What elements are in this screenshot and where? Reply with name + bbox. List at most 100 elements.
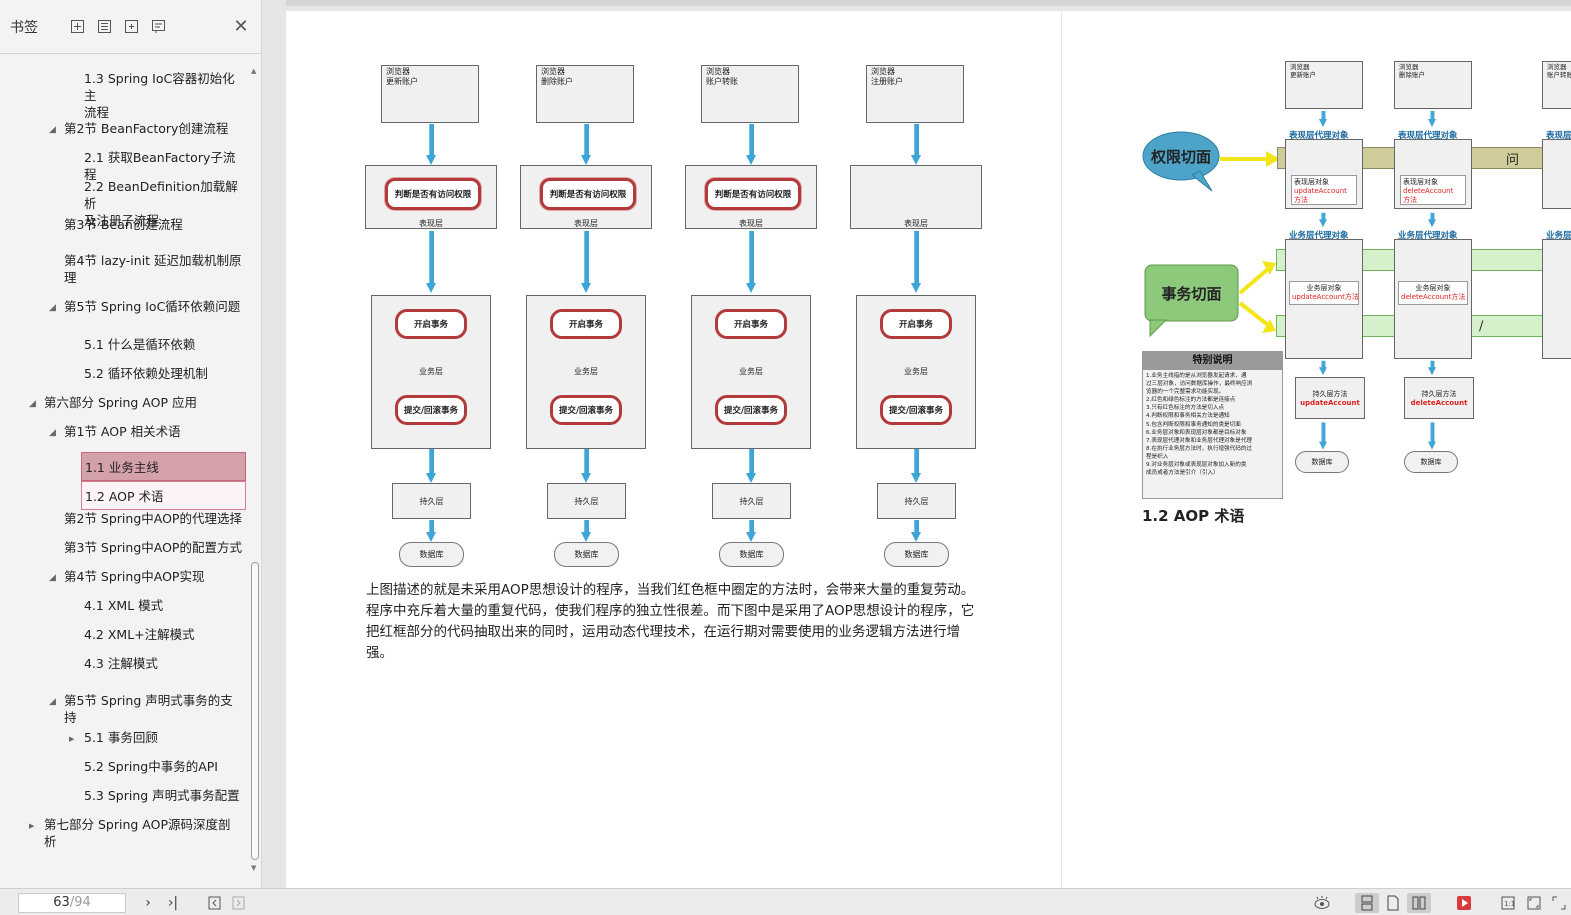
expanded-triangle-icon[interactable]: ◢ <box>49 303 56 313</box>
previous-page-edge <box>286 0 1571 6</box>
toc-item-label: 第5节 Spring 声明式事务的支持 <box>64 693 233 725</box>
scroll-up-icon[interactable]: ▲ <box>251 67 257 75</box>
object-text: 表现层对象 <box>1403 178 1438 186</box>
arrow-icon <box>746 449 756 483</box>
toc-item-label: 4.3 注解模式 <box>84 656 158 671</box>
permission-check-method: 判断是否有访问权限 <box>385 178 481 210</box>
service-layer-label: 业务层 <box>574 367 598 376</box>
toc-item[interactable]: 5.2 Spring中事务的API <box>84 758 242 775</box>
toc-item[interactable]: 2.1 获取BeanFactory子流程 <box>84 149 242 183</box>
toc-item[interactable]: 第4节 Spring中AOP实现◢ <box>49 568 242 585</box>
expanded-triangle-icon[interactable]: ◢ <box>49 125 56 135</box>
object-text: 方法 <box>1294 196 1308 204</box>
scroll-down-icon[interactable]: ▼ <box>251 864 257 872</box>
toc-item[interactable]: 5.2 循环依赖处理机制 <box>84 365 242 382</box>
document-viewport[interactable]: 浏览器 更新账户判断是否有访问权限表现层开启事务业务层提交/回滚事务持久层数据库… <box>262 0 1571 888</box>
back-icon[interactable] <box>206 893 224 913</box>
fullscreen-icon[interactable] <box>1550 893 1568 913</box>
browser-label: 浏览器 更新账户 <box>386 67 418 86</box>
bookmark-tree: 1.3 Spring IoC容器初始化主 流程第2节 BeanFactory创建… <box>0 62 248 878</box>
toc-item[interactable]: 1.2 AOP 术语 <box>81 481 246 510</box>
add-bookmark-icon[interactable] <box>118 17 145 37</box>
toc-item[interactable]: 1.3 Spring IoC容器初始化主 流程 <box>84 70 242 121</box>
toc-item[interactable]: 第5节 Spring IoC循环依赖问题◢ <box>49 298 242 315</box>
arrow-icon <box>426 124 436 165</box>
toc-item[interactable]: 第3节 Spring中AOP的配置方式 <box>64 539 242 556</box>
toc-item-label: 第1节 AOP 相关术语 <box>64 424 181 439</box>
collapsed-triangle-icon[interactable]: ▶ <box>29 822 35 830</box>
collapse-all-icon[interactable] <box>91 17 118 37</box>
browser-label: 浏览器 账户转账 <box>1547 63 1571 79</box>
sidebar-scrollbar[interactable]: ▲ ▼ <box>249 62 261 878</box>
arrow-icon <box>746 520 756 542</box>
presentation-proxy-label: 表现层代理对象 <box>1289 131 1349 141</box>
service-layer-label: 业务层 <box>419 367 443 376</box>
collapsed-triangle-icon[interactable]: ▶ <box>69 735 75 743</box>
arrow-icon <box>1428 422 1436 450</box>
expanded-triangle-icon[interactable]: ◢ <box>49 573 56 583</box>
toc-item[interactable]: 2.2 BeanDefinition加载解析 及注册子流程 <box>84 178 242 229</box>
toc-item-label: 5.3 Spring 声明式事务配置 <box>84 788 240 803</box>
toc-item[interactable]: 4.3 注解模式 <box>84 655 242 672</box>
last-page-icon[interactable]: ›| <box>167 895 179 911</box>
object-text: 业务层对象 <box>1306 284 1342 292</box>
persistence-layer-box: 持久层 <box>392 483 471 519</box>
toc-item[interactable]: 第2节 Spring中AOP的代理选择 <box>64 510 242 527</box>
forward-icon[interactable] <box>230 893 248 913</box>
toc-item[interactable]: 4.1 XML 模式 <box>84 597 242 614</box>
fit-page-icon[interactable] <box>1524 893 1544 913</box>
actual-size-icon[interactable]: 1:1 <box>1498 893 1518 913</box>
method-text: deleteAccount <box>1410 399 1468 407</box>
toc-item-label: 第七部分 Spring AOP源码深度剖析 <box>44 817 231 849</box>
play-icon[interactable] <box>1454 893 1474 913</box>
bookmark-settings-icon[interactable] <box>145 17 172 37</box>
svg-text:1:1: 1:1 <box>1504 900 1515 908</box>
toc-item[interactable]: 第5节 Spring 声明式事务的支持 ◢ <box>49 692 242 726</box>
two-page-icon[interactable] <box>1407 893 1431 913</box>
arrow-icon <box>1319 360 1327 376</box>
toc-item[interactable]: 4.2 XML+注解模式 <box>84 626 242 643</box>
toc-item[interactable]: 5.3 Spring 声明式事务配置 <box>84 787 242 804</box>
toc-item[interactable]: 1.1 业务主线 <box>81 452 246 481</box>
arrow-icon <box>1428 360 1436 376</box>
service-layer-label: 业务层 <box>739 367 763 376</box>
toc-item-label: 第2节 Spring中AOP的代理选择 <box>64 511 242 526</box>
toc-item[interactable]: 5.1 什么是循环依赖 <box>84 336 242 353</box>
single-page-icon[interactable] <box>1383 893 1403 913</box>
expanded-triangle-icon[interactable]: ◢ <box>29 399 36 409</box>
expanded-triangle-icon[interactable]: ◢ <box>49 697 56 707</box>
database-node: 数据库 <box>554 542 619 567</box>
database-node: 数据库 <box>884 542 949 567</box>
toc-item[interactable]: 第七部分 Spring AOP源码深度剖析 ▶ <box>29 816 242 850</box>
arrow-icon <box>581 520 591 542</box>
permission-check-method: 判断是否有访问权限 <box>540 178 636 210</box>
toc-item[interactable]: 第六部分 Spring AOP 应用◢ <box>29 394 242 411</box>
toc-item[interactable]: 第4节 lazy-init 延迟加载机制原理 <box>64 252 242 286</box>
start-transaction-method: 开启事务 <box>395 309 467 339</box>
arrow-icon <box>1428 111 1436 127</box>
toc-item[interactable]: 第3节 Bean创建流程 <box>64 216 242 233</box>
arrow-icon <box>1220 151 1280 167</box>
close-icon[interactable]: ✕ <box>233 16 249 37</box>
toc-item[interactable]: 第2节 BeanFactory创建流程◢ <box>49 120 242 137</box>
aop-diagram: 权限切面 事务切面 判 断 访 问 权 限 开 启 <box>1142 61 1571 499</box>
expanded-triangle-icon[interactable]: ◢ <box>49 428 56 438</box>
toc-item-label: 1.3 Spring IoC容器初始化主 流程 <box>84 71 235 120</box>
eye-icon[interactable] <box>1312 893 1332 913</box>
next-page-icon[interactable]: › <box>145 895 151 911</box>
presentation-layer-label: 表现层 <box>574 219 598 228</box>
page-number-input[interactable]: 63/94 <box>18 893 126 913</box>
permission-check-method: 判断是否有访问权限 <box>705 178 801 210</box>
arrow-icon <box>1319 422 1327 450</box>
bookmark-panel: 书签 ✕ 1.3 Spring IoC容器初始化主 流程第2节 BeanFact… <box>0 0 262 888</box>
toc-item[interactable]: 第1节 AOP 相关术语 ◢ <box>49 423 242 440</box>
method-text: 持久层方法 <box>1421 390 1457 398</box>
arrow-icon <box>746 231 756 293</box>
toc-item[interactable]: 5.1 事务回顾▶ <box>69 729 242 746</box>
scrollbar-thumb[interactable] <box>251 562 259 860</box>
document-page: 权限切面 事务切面 判 断 访 问 权 限 开 启 <box>1062 11 1571 888</box>
continuous-view-icon[interactable] <box>1355 893 1379 913</box>
expand-all-icon[interactable] <box>64 17 91 37</box>
